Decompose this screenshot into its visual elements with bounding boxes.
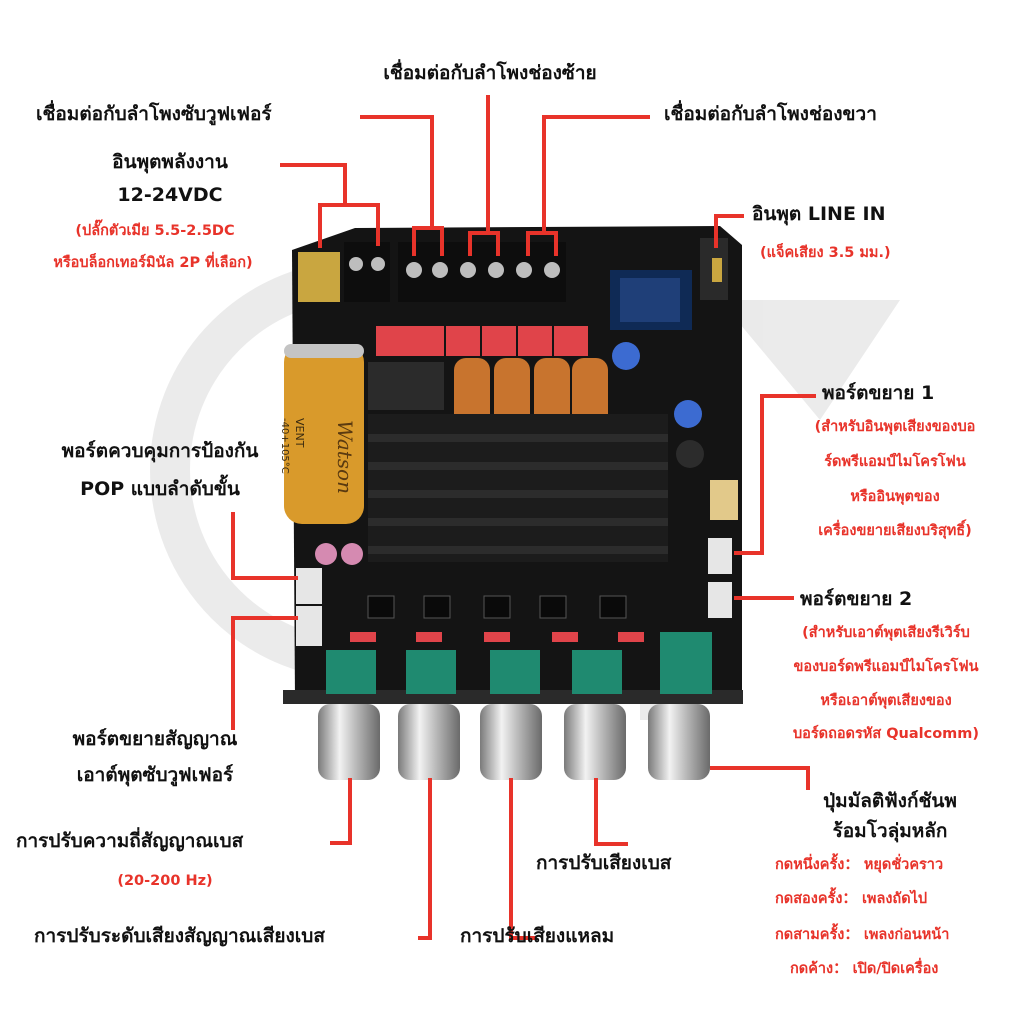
op-amp-chips	[367, 595, 627, 619]
multi-knob-action-1: กดหนึ่งครั้ง： หยุดชั่วคราว	[775, 857, 944, 873]
bass-freq-knob	[318, 704, 380, 780]
subwoofer-speaker-label: เชื่อมต่อกับลำโพงซับวูฟเฟอร์	[36, 103, 272, 125]
blue-capacitor	[674, 400, 702, 428]
sub-output-label-2: เอาต์พุตซับวูฟเฟอร์	[76, 764, 234, 786]
multi-knob-action-2: กดสองครั้ง： เพลงถัดไป	[775, 891, 928, 907]
power-input-note-1: (ปลั๊กตัวเมีย 5.5-2.5DC	[75, 223, 235, 239]
expansion-port-2-note-1: (สำหรับเอาต์พุตเสียงรีเวิร์บ	[802, 625, 970, 641]
bass-tone-label: การปรับเสียงเบส	[536, 852, 672, 874]
bass-tone-knob	[564, 704, 626, 780]
copper-coils	[454, 358, 608, 426]
expansion-port-1-note-1: (สำหรับอินพุตเสียงของบอ	[814, 419, 976, 435]
multi-knob-label: ปุ่มมัลติฟังก์ชันพ	[823, 790, 957, 812]
line-in-note: (แจ็คเสียง 3.5 มม.)	[760, 245, 891, 261]
white-connectors	[296, 538, 732, 646]
bass-level-label: การปรับระดับเสียงสัญญาณเสียงเบส	[34, 925, 325, 947]
expansion-port-2-label: พอร์ตขยาย 2	[800, 588, 913, 610]
speaker-terminals	[398, 242, 566, 302]
bass-freq-note: (20-200 Hz)	[117, 873, 213, 889]
expansion-port-1-label: พอร์ตขยาย 1	[822, 382, 935, 404]
pop-protection-label-2: POP แบบลำดับขั้น	[80, 478, 240, 500]
power-terminal	[344, 242, 390, 302]
capacitor-brand: Watson	[333, 420, 357, 494]
treble-knob	[480, 704, 542, 780]
multi-knob-action-4: กดค้าง： เปิด/ปิดเครื่อง	[790, 961, 939, 977]
capacitor-temp: -40+105°C	[279, 418, 290, 474]
power-input-note-2: หรือบล็อกเทอร์มินัล 2P ที่เลือก)	[53, 255, 253, 271]
multi-knob-action-3: กดสามครั้ง： เพลงก่อนหน้า	[775, 927, 950, 943]
left-speaker-label: เชื่อมต่อกับลำโพงช่องซ้าย	[383, 62, 597, 84]
power-input-voltage: 12-24VDC	[117, 184, 223, 206]
blue-capacitor	[612, 342, 640, 370]
line-in-label: อินพุต LINE IN	[752, 203, 886, 225]
main-capacitor	[284, 344, 364, 524]
red-capacitors	[376, 326, 588, 356]
power-input-label: อินพุตพลังงาน	[112, 151, 228, 173]
bass-level-knob	[398, 704, 460, 780]
front-panel	[283, 690, 743, 704]
inductor-block	[368, 362, 444, 410]
expansion-port-2-note-3: หรือเอาต์พุตเสียงของ	[820, 693, 952, 709]
sub-output-label: พอร์ตขยายสัญญาณ	[72, 728, 238, 750]
expansion-port-2-note-2: ของบอร์ดพรีแอมป์ไมโครโฟน	[793, 659, 979, 675]
potentiometers	[326, 632, 712, 694]
capacitor-vent: VENT	[293, 418, 306, 448]
bass-freq-label: การปรับความถี่สัญญาณเบส	[16, 830, 244, 852]
pop-protection-label: พอร์ตควบคุมการป้องกัน	[61, 440, 259, 462]
volume-knob	[648, 704, 710, 780]
expansion-port-1-note-4: เครื่องขยายเสียงบริสุทธิ์)	[818, 523, 972, 539]
right-speaker-label: เชื่อมต่อกับลำโพงช่องขวา	[664, 103, 877, 125]
expansion-port-1-note-2: ร์ดพรีแอมป์ไมโครโฟน	[824, 454, 966, 470]
multi-knob-label-2: ร้อมโวลุ่มหลัก	[832, 820, 948, 842]
dc-jack	[298, 252, 340, 302]
treble-label: การปรับเสียงแหลม	[460, 925, 615, 947]
expansion-port-1-note-3: หรืออินพุตของ	[850, 489, 940, 505]
knobs	[318, 704, 710, 780]
expansion-port-2-note-4: บอร์ดถอดรหัส Qualcomm)	[792, 726, 980, 742]
